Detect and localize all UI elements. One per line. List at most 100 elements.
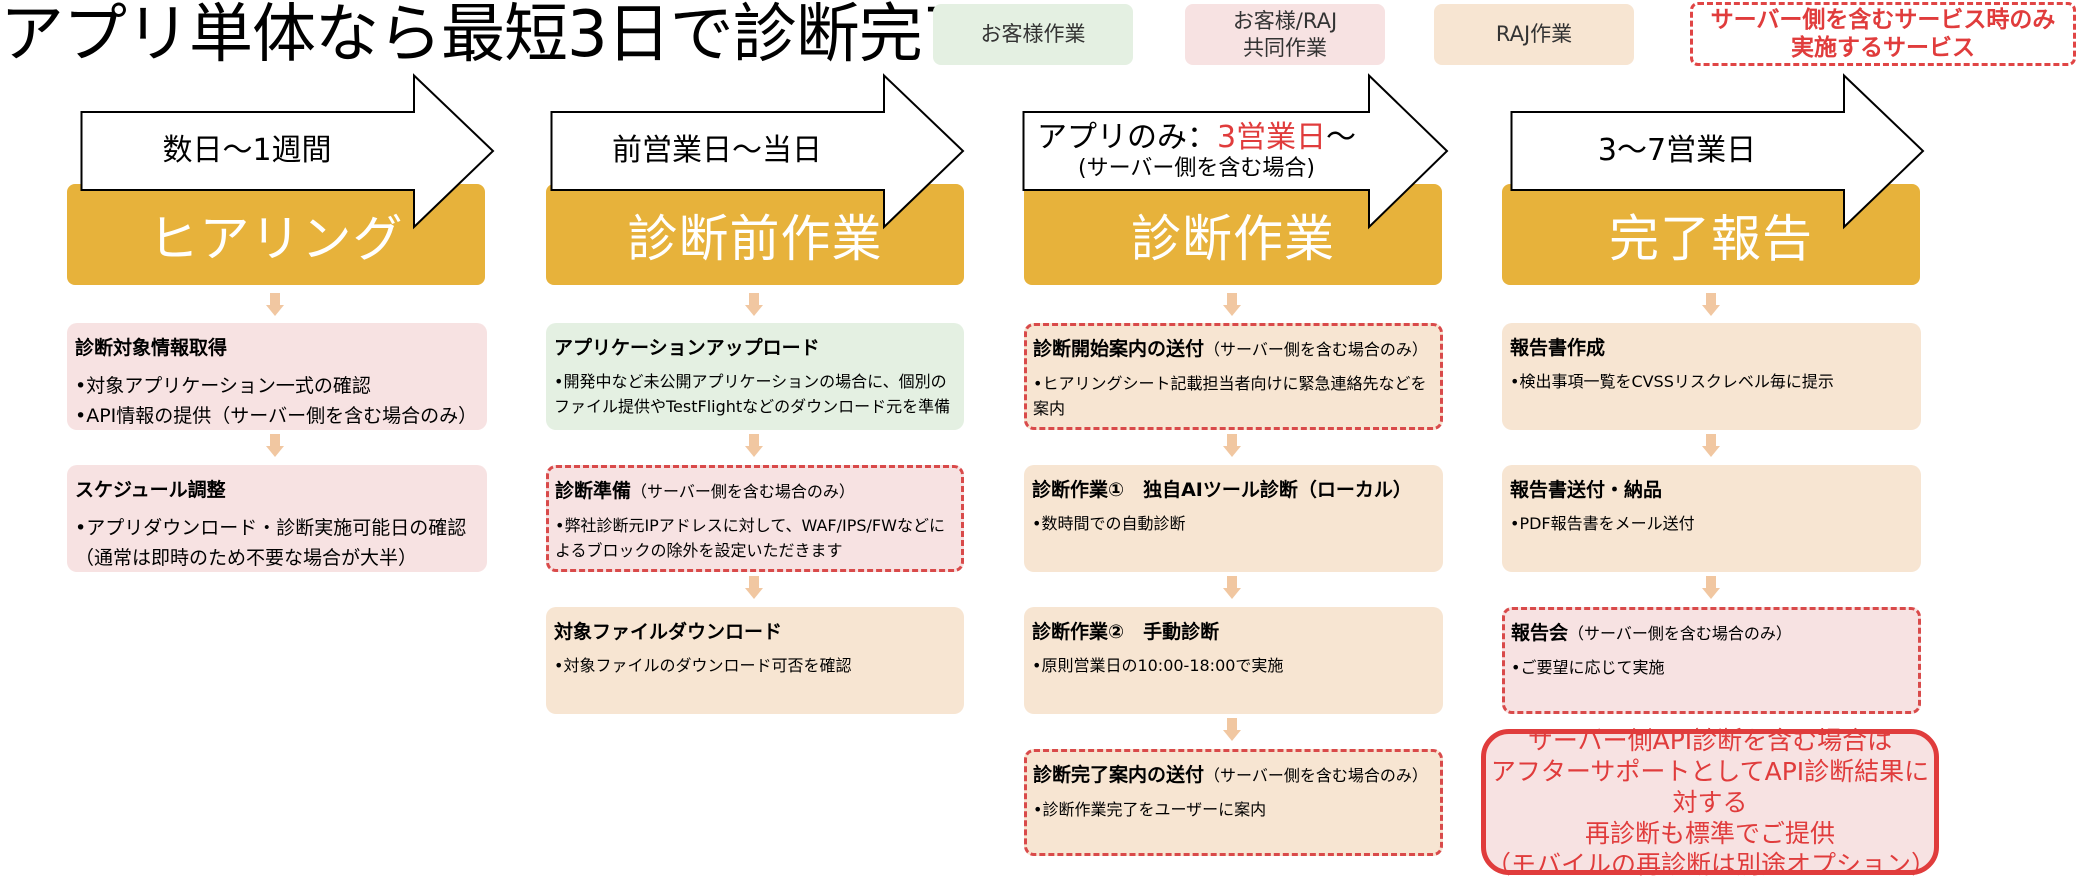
step-file-download: 対象ファイルダウンロード •対象ファイルのダウンロード可否を確認 (546, 607, 964, 714)
down-arrow-icon (745, 293, 763, 316)
down-arrow-icon (1702, 434, 1720, 457)
callout-line: （モバイルの再診断は別途オプション） (1486, 849, 1937, 879)
step-title: 診断作業② 手動診断 (1032, 621, 1220, 643)
arrow-pre: アプリのみ： (1036, 120, 1217, 155)
step-body: •数時間での自動診断 (1032, 511, 1435, 536)
step-report-delivery: 報告書送付・納品 •PDF報告書をメール送付 (1502, 465, 1921, 572)
step-line: •弊社診断元IPアドレスに対して、WAF/IPS/FWなどによるブロックの除外を… (555, 516, 945, 560)
step-title: 対象ファイルダウンロード (554, 621, 783, 643)
legend-server-only: サーバー側を含むサービス時のみ 実施するサービス (1690, 2, 2076, 66)
phase-name: ヒアリング (148, 209, 404, 268)
arrow-duration: 前営業日～当日 (612, 133, 822, 168)
step-note: （サーバー側を含む場合のみ） (1204, 340, 1428, 359)
down-arrow-icon (1702, 293, 1720, 316)
step-title: 診断完了案内の送付 (1033, 764, 1205, 786)
step-body: •対象ファイルのダウンロード可否を確認 (554, 653, 956, 678)
phase-name: 診断前作業 (627, 209, 883, 268)
page-title: アプリ単体なら最短3日で診断完了 (0, 0, 986, 72)
down-arrow-icon (1223, 434, 1241, 457)
step-heading: 診断完了案内の送付（サーバー側を含む場合のみ） (1033, 762, 1434, 789)
arrow-label-3: アプリのみ：3営業日～ (サーバー側を含む場合) (1024, 112, 1369, 190)
step-note: （サーバー側を含む場合のみ） (631, 482, 855, 501)
legend-joint: お客様/RAJ 共同作業 (1185, 4, 1385, 65)
legend-customer-label: お客様作業 (980, 22, 1086, 46)
arrow-label-1: 数日～1週間 (82, 112, 412, 190)
step-body: •対象アプリケーション一式の確認 •API情報の提供（サーバー側を含む場合のみ） (75, 371, 479, 431)
step-line: •診断作業完了をユーザーに案内 (1033, 800, 1267, 819)
phase-header-diagnosis: 診断作業 (1024, 184, 1442, 285)
step-line: •対象アプリケーション一式の確認 (75, 375, 371, 397)
step-line: •対象ファイルのダウンロード可否を確認 (554, 656, 852, 675)
down-arrow-icon (745, 576, 763, 599)
step-body: •原則営業日の10:00-18:00で実施 (1032, 653, 1435, 678)
step-body: •ヒアリングシート記載担当者向けに緊急連絡先などを案内 (1033, 371, 1434, 421)
down-arrow-icon (1223, 718, 1241, 741)
step-title: 報告会 (1511, 622, 1569, 644)
legend-server-line1: サーバー側を含むサービス時のみ (1710, 7, 2056, 33)
legend-raj-label: RAJ作業 (1495, 22, 1573, 46)
legend-customer: お客様作業 (933, 4, 1133, 65)
phase-name: 完了報告 (1609, 209, 1813, 268)
step-schedule: スケジュール調整 •アプリダウンロード・診断実施可能日の確認（通常は即時のため不… (67, 465, 487, 572)
step-line: •開発中など未公開アプリケーションの場合に、個別のファイル提供やTestFlig… (554, 372, 951, 416)
step-body: •PDF報告書をメール送付 (1510, 511, 1913, 536)
arrow-post: ～ (1326, 120, 1357, 155)
callout-line: サーバー側API診断を含む場合は (1527, 725, 1893, 755)
down-arrow-icon (1223, 576, 1241, 599)
step-body: •開発中など未公開アプリケーションの場合に、個別のファイル提供やTestFlig… (554, 369, 956, 419)
step-line: •PDF報告書をメール送付 (1510, 514, 1695, 533)
down-arrow-icon (1702, 576, 1720, 599)
step-line: •ヒアリングシート記載担当者向けに緊急連絡先などを案内 (1033, 374, 1427, 418)
callout-line: 再診断も標準でご提供 (1584, 818, 1835, 848)
arrow-label-4: 3～7営業日 (1512, 112, 1842, 190)
step-body: •ご要望に応じて実施 (1511, 655, 1912, 680)
step-body: •検出事項一覧をCVSSリスクレベル毎に提示 (1510, 369, 1913, 394)
timeline-arrow-2 (550, 73, 965, 230)
step-title: 診断開始案内の送付 (1033, 338, 1205, 360)
step-title: アプリケーションアップロード (554, 337, 820, 359)
phase-name: 診断作業 (1131, 209, 1335, 268)
step-note: （サーバー側を含む場合のみ） (1568, 624, 1792, 643)
step-title: スケジュール調整 (75, 479, 226, 501)
step-heading: 診断開始案内の送付（サーバー側を含む場合のみ） (1033, 336, 1434, 363)
step-line: •アプリダウンロード・診断実施可能日の確認（通常は即時のため不要な場合が大半） (75, 517, 467, 569)
arrow-accent: 3営業日 (1216, 120, 1327, 155)
step-title: 報告書作成 (1510, 337, 1606, 359)
step-start-notice: 診断開始案内の送付（サーバー側を含む場合のみ） •ヒアリングシート記載担当者向け… (1024, 323, 1443, 430)
arrow-duration: 数日～1週間 (162, 133, 332, 168)
step-line: •検出事項一覧をCVSSリスクレベル毎に提示 (1510, 372, 1834, 391)
step-line: •原則営業日の10:00-18:00で実施 (1032, 656, 1284, 675)
timeline-arrow-1 (80, 73, 495, 230)
step-line: •数時間での自動診断 (1032, 514, 1186, 533)
step-title: 報告書送付・納品 (1510, 479, 1663, 501)
step-note: （サーバー側を含む場合のみ） (1204, 766, 1428, 785)
step-app-upload: アプリケーションアップロード •開発中など未公開アプリケーションの場合に、個別の… (546, 323, 964, 430)
step-complete-notice: 診断完了案内の送付（サーバー側を含む場合のみ） •診断作業完了をユーザーに案内 (1024, 749, 1443, 856)
step-heading: 報告会（サーバー側を含む場合のみ） (1511, 620, 1912, 647)
step-report-create: 報告書作成 •検出事項一覧をCVSSリスクレベル毎に提示 (1502, 323, 1921, 430)
legend-raj: RAJ作業 (1434, 4, 1634, 65)
step-body: •診断作業完了をユーザーに案内 (1033, 797, 1434, 822)
step-heading: 診断準備（サーバー側を含む場合のみ） (555, 478, 955, 505)
rediagnosis-callout: サーバー側API診断を含む場合は アフターサポートとしてAPI診断結果に対する … (1481, 726, 1939, 879)
step-ai-scan: 診断作業① 独自AIツール診断（ローカル） •数時間での自動診断 (1024, 465, 1443, 572)
step-target-info: 診断対象情報取得 •対象アプリケーション一式の確認 •API情報の提供（サーバー… (67, 323, 487, 430)
step-manual-scan: 診断作業② 手動診断 •原則営業日の10:00-18:00で実施 (1024, 607, 1443, 714)
arrow-sub: (サーバー側を含む場合) (1078, 156, 1315, 181)
arrow-duration-line: アプリのみ：3営業日～ (1037, 120, 1356, 156)
step-prep: 診断準備（サーバー側を含む場合のみ） •弊社診断元IPアドレスに対して、WAF/… (546, 465, 964, 572)
timeline-arrow-4 (1510, 73, 1925, 230)
legend-joint-line2: 共同作業 (1243, 35, 1327, 60)
down-arrow-icon (266, 434, 284, 457)
step-title: 診断作業① 独自AIツール診断（ローカル） (1032, 479, 1412, 501)
down-arrow-icon (266, 293, 284, 316)
step-body: •アプリダウンロード・診断実施可能日の確認（通常は即時のため不要な場合が大半） (75, 513, 479, 573)
legend-server-line2: 実施するサービス (1791, 35, 1975, 61)
step-line: •API情報の提供（サーバー側を含む場合のみ） (75, 405, 478, 427)
arrow-duration: 3～7営業日 (1597, 133, 1757, 168)
arrow-label-2: 前営業日～当日 (552, 112, 882, 190)
step-line: •ご要望に応じて実施 (1511, 658, 1665, 677)
legend-joint-line1: お客様/RAJ (1232, 8, 1338, 33)
down-arrow-icon (745, 434, 763, 457)
down-arrow-icon (1223, 293, 1241, 316)
